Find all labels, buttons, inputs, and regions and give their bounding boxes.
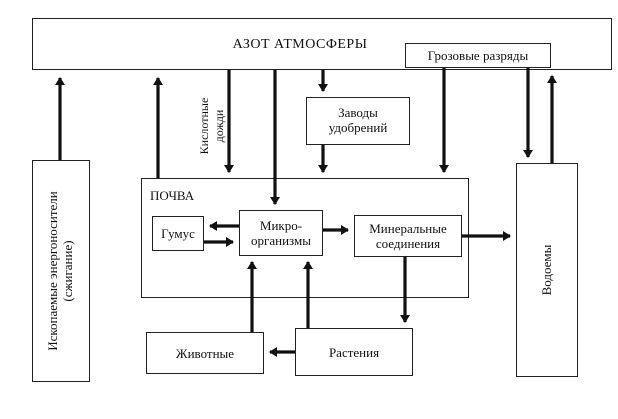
water-bodies-box bbox=[516, 163, 578, 377]
fertilizer-plants-line-1: Заводы bbox=[338, 105, 378, 120]
microorganisms-label: Микро- организмы bbox=[239, 218, 323, 248]
animals-label: Животные bbox=[175, 346, 235, 361]
fertilizer-plants-line-2: удобрений bbox=[328, 120, 388, 135]
plants-label: Растения bbox=[328, 345, 380, 360]
fertilizer-plants-box bbox=[306, 97, 410, 145]
acid-rain-line-2: дожди bbox=[212, 109, 226, 143]
fossil-fuels-label: Ископаемые энергоносители (сжигание) bbox=[45, 161, 77, 381]
fossil-fuels-line-2: (сжигание) bbox=[60, 240, 75, 302]
water-bodies-label: Водоемы bbox=[539, 244, 554, 296]
minerals-box bbox=[354, 215, 462, 257]
microorganisms-box bbox=[239, 210, 323, 256]
humus-box bbox=[152, 216, 204, 251]
fossil-fuels-box bbox=[32, 160, 90, 382]
soil-label: ПОЧВА bbox=[150, 188, 195, 203]
minerals-label: Минеральные соединения bbox=[354, 221, 462, 251]
fertilizer-plants-label: Заводы удобрений bbox=[306, 105, 410, 135]
lightning-label: Грозовые разряды bbox=[427, 48, 529, 63]
plants-box bbox=[295, 328, 413, 376]
microorganisms-line-1: Микро- bbox=[259, 218, 303, 233]
atmosphere-label: АЗОТ АТМОСФЕРЫ bbox=[232, 37, 368, 52]
microorganisms-line-2: организмы bbox=[251, 233, 311, 248]
minerals-line-2: соединения bbox=[375, 236, 441, 251]
animals-box bbox=[146, 332, 264, 374]
minerals-line-1: Минеральные bbox=[369, 221, 447, 236]
fossil-fuels-line-1: Ископаемые энергоносители bbox=[45, 191, 60, 351]
humus-label: Гумус bbox=[161, 226, 195, 241]
acid-rain-label: Кислотные дожди bbox=[197, 81, 229, 171]
lightning-box bbox=[405, 43, 551, 68]
acid-rain-line-1: Кислотные bbox=[197, 97, 211, 155]
